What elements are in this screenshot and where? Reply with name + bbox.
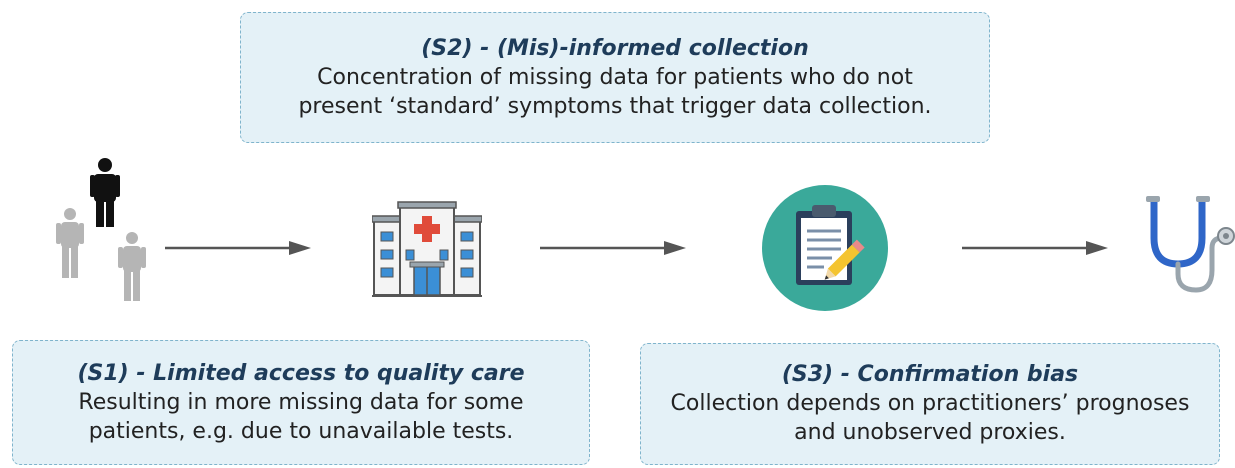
hospital-icon: [372, 201, 482, 297]
s2-description-line-1: Concentration of missing data for patien…: [317, 64, 913, 90]
stethoscope-icon: [1146, 196, 1235, 293]
s2-callout-box: (S2) - (Mis)-informed collection Concent…: [240, 12, 990, 143]
s3-description-line-2: and unobserved proxies.: [794, 420, 1066, 445]
s3-description-line-1: Collection depends on practitioners’ pro…: [670, 391, 1190, 416]
flow-arrow-3: [962, 241, 1108, 255]
s3-callout-box: (S3) - Confirmation bias Collection depe…: [640, 343, 1220, 465]
s3-title: (S3) - Confirmation bias: [781, 362, 1079, 387]
s1-description-line-1: Resulting in more missing data for some: [78, 389, 524, 415]
flow-arrow-2: [540, 241, 686, 255]
clipboard-icon: [762, 185, 888, 311]
flow-arrow-1: [165, 241, 311, 255]
s1-description-line-2: patients, e.g. due to unavailable tests.: [88, 418, 514, 444]
s2-description-line-2: present ‘standard’ symptoms that trigger…: [298, 93, 932, 119]
s1-title: (S1) - Limited access to quality care: [77, 360, 525, 386]
s1-callout-box: (S1) - Limited access to quality care Re…: [12, 340, 590, 465]
s2-title: (S2) - (Mis)-informed collection: [421, 35, 809, 61]
people-icon: [56, 158, 146, 301]
